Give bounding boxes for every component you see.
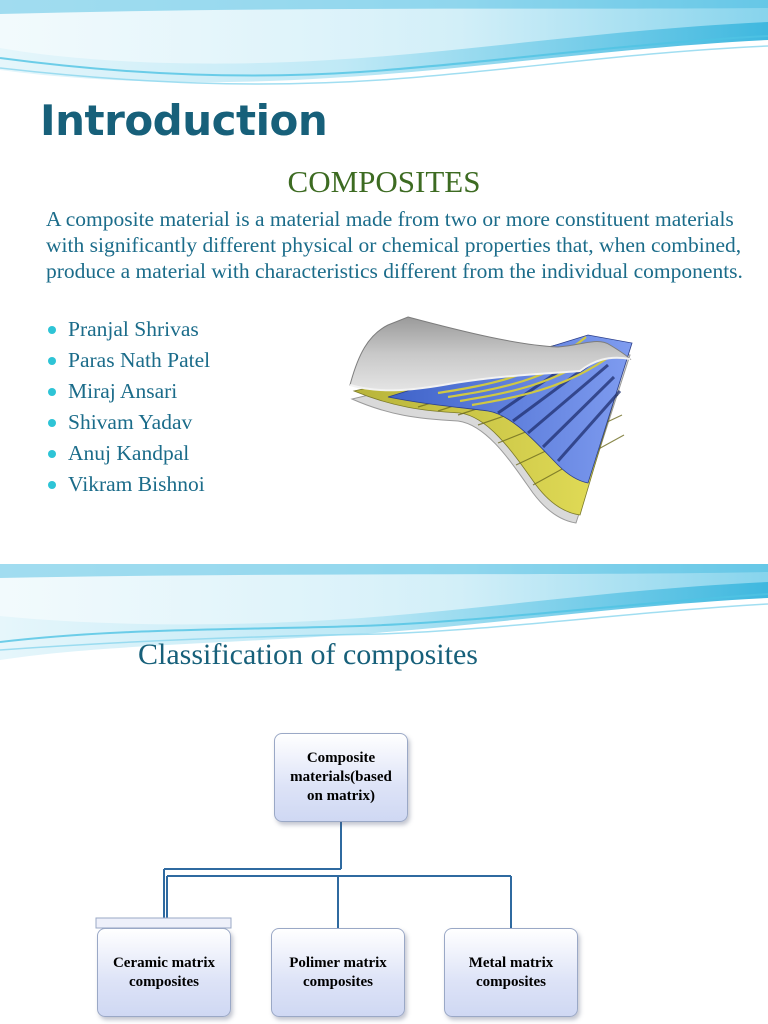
bullet-icon: [48, 387, 56, 396]
slide-subtitle: COMPOSITES: [287, 164, 481, 199]
slide-title: Introduction: [40, 96, 328, 145]
bullet-icon: [48, 418, 56, 427]
composite-layers-illustration: [349, 316, 633, 524]
list-item: Vikram Bishnoi: [48, 469, 210, 500]
bullet-icon: [48, 325, 56, 334]
hierarchy-connectors: [95, 822, 512, 929]
node-metal-matrix: Metal matrix composites: [444, 928, 578, 1017]
slide-title: Classification of composites: [138, 638, 478, 671]
bullet-icon: [48, 449, 56, 458]
header-wave-decoration: [0, 0, 768, 85]
slide-introduction: Introduction COMPOSITES A composite mate…: [0, 0, 768, 524]
node-polimer-matrix: Polimer matrix composites: [271, 928, 405, 1017]
list-item: Pranjal Shrivas: [48, 314, 210, 345]
list-item: Anuj Kandpal: [48, 438, 210, 469]
header-wave-decoration: [0, 564, 768, 660]
bullet-icon: [48, 480, 56, 489]
bullet-icon: [48, 356, 56, 365]
list-item: Paras Nath Patel: [48, 345, 210, 376]
list-item: Shivam Yadav: [48, 407, 210, 438]
definition-paragraph: A composite material is a material made …: [46, 207, 743, 283]
member-list: Pranjal Shrivas Paras Nath Patel Miraj A…: [48, 314, 210, 500]
list-item: Miraj Ansari: [48, 376, 210, 407]
slide-classification: Classification of composites Composite m…: [0, 564, 768, 1024]
node-ceramic-matrix: Ceramic matrix composites: [97, 928, 231, 1017]
root-node-composite-materials: Composite materials(based on matrix): [274, 733, 408, 822]
